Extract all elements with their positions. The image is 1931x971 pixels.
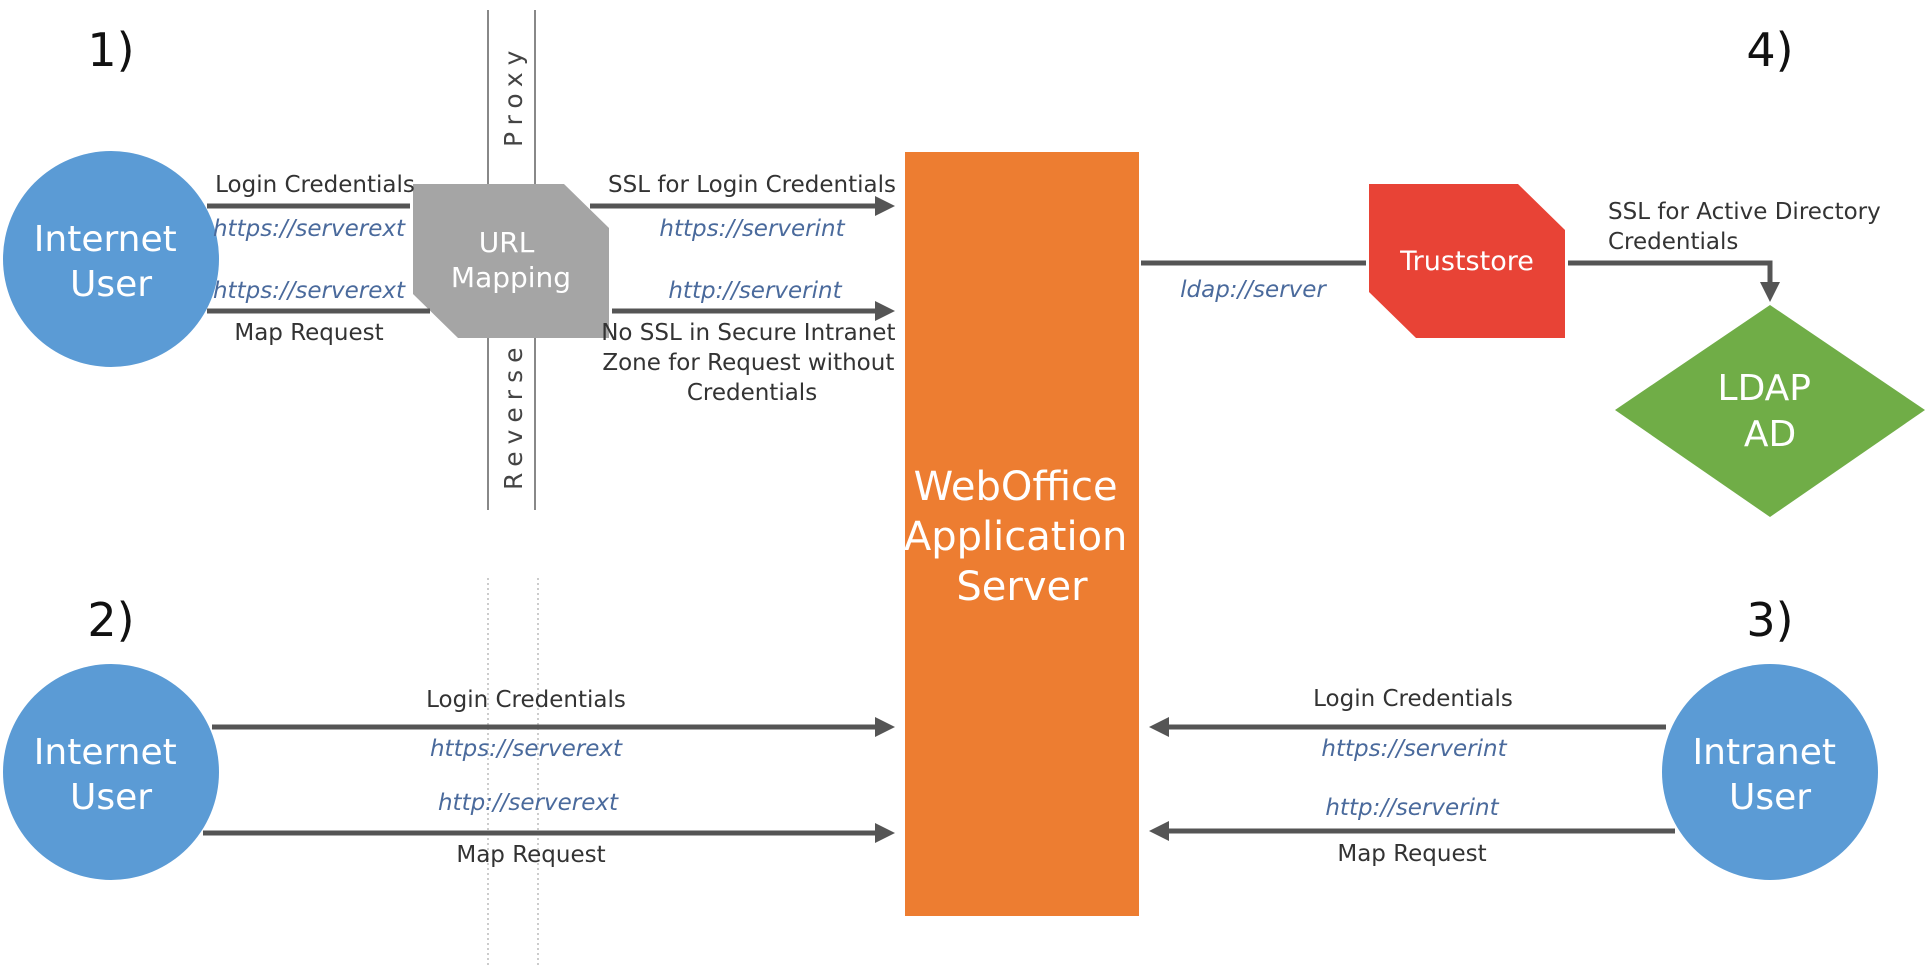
internet-user-2-node (3, 664, 219, 880)
intranet-user-node (1662, 664, 1878, 880)
s4-ssl-ad-text: SSL for Active Directory Credentials (1608, 199, 1888, 255)
section-number-4: 4) (1746, 23, 1793, 77)
truststore-label: Truststore (1399, 246, 1534, 277)
s2-login-url: https://serverext (430, 736, 623, 762)
s1-login-url: https://serverext (213, 216, 406, 242)
reverse-label: Reverse (499, 341, 528, 491)
app-server-label: WebOffice Application Server (904, 464, 1140, 610)
internet-user-2-label: Internet User (34, 732, 188, 818)
s2-map-label: Map Request (456, 842, 605, 868)
s1-map-url: https://serverext (213, 278, 406, 304)
truststore-node (1369, 184, 1565, 338)
s2-map-url: http://serverext (438, 790, 619, 816)
ldap-node (1615, 305, 1925, 517)
s3-login-label: Login Credentials (1313, 686, 1513, 712)
proxy-label: Proxy (499, 44, 528, 147)
section-number-1: 1) (87, 23, 134, 77)
section-number-3: 3) (1746, 593, 1793, 647)
ldap-label: LDAP AD (1718, 368, 1823, 455)
s3-map-label: Map Request (1337, 841, 1486, 867)
s1-no-ssl-text: No SSL in Secure Intranet Zone for Reque… (601, 320, 903, 406)
internet-user-1-node (3, 151, 219, 367)
url-mapping-label: URL Mapping (451, 226, 571, 294)
s1-map-int-url: http://serverint (668, 278, 842, 304)
s4-ssl-ad-arrow (1568, 260, 1780, 302)
s3-login-url: https://serverint (1321, 736, 1507, 762)
s1-ssl-login-label: SSL for Login Credentials (608, 172, 896, 198)
s3-map-url: http://serverint (1325, 795, 1499, 821)
s2-login-label: Login Credentials (426, 687, 626, 713)
s1-map-label: Map Request (234, 320, 383, 346)
intranet-user-label: Intranet User (1693, 732, 1848, 818)
s1-ssl-login-url: https://serverint (659, 216, 845, 242)
s1-login-label: Login Credentials (215, 172, 415, 198)
url-mapping-node (413, 184, 609, 338)
internet-user-1-label: Internet User (34, 219, 188, 305)
section-number-2: 2) (87, 593, 134, 647)
app-server-node (905, 152, 1139, 916)
s4-ldap-url: ldap://server (1180, 277, 1327, 303)
